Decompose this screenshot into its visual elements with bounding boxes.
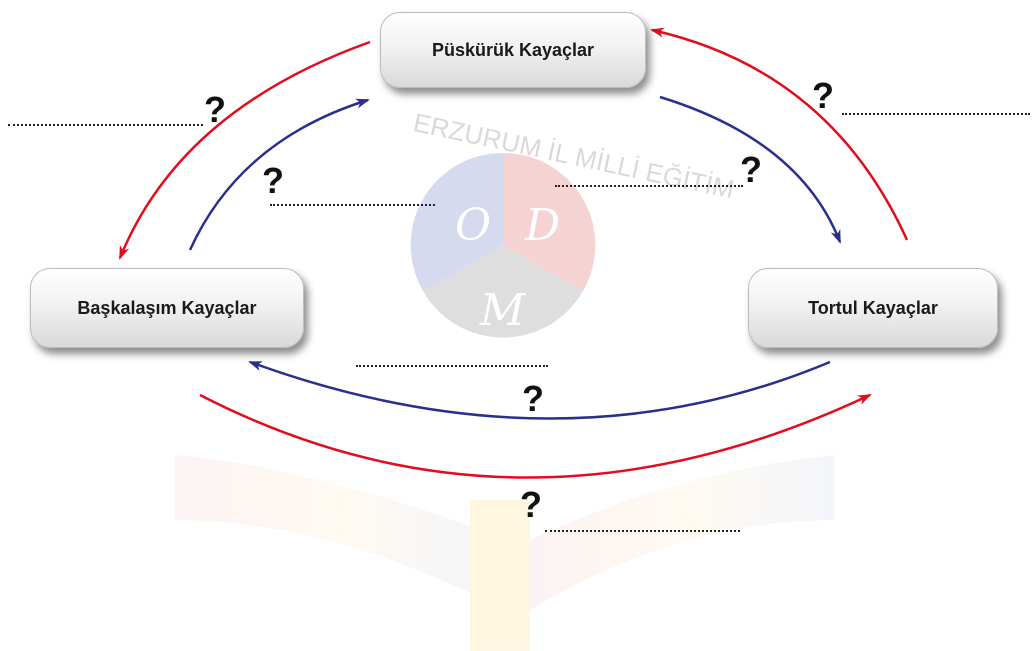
node-puskuruk-kayaclar: Püskürük Kayaçlar: [380, 12, 646, 88]
answer-blank-inner-left: [270, 204, 435, 206]
answer-blank-bottom-outer: [545, 530, 740, 532]
arrow-left-to-top: [188, 98, 370, 251]
watermark-letter-d: D: [524, 200, 560, 251]
question-mark-bottom-outer: ?: [520, 484, 542, 525]
answer-blank-top-right: [842, 113, 1030, 115]
question-mark-top-right: ?: [812, 75, 834, 116]
watermark-segment-blue: [410, 152, 503, 291]
question-mark-inner-left: ?: [262, 160, 284, 201]
answer-blank-inner-right: [555, 185, 743, 187]
book-watermark: [175, 455, 835, 651]
watermark: O D M ERZURUM İL MİLLİ EĞİTİM: [410, 107, 737, 338]
watermark-letter-o: O: [455, 200, 491, 251]
watermark-segment-red: [503, 152, 596, 291]
answer-blank-top-left: [8, 124, 203, 126]
question-mark-inner-right: ?: [740, 149, 762, 190]
question-mark-bottom-inner: ?: [522, 378, 544, 419]
arrow-top-to-left: [118, 40, 371, 260]
arrow-left-to-right: [199, 393, 872, 479]
watermark-letter-m: M: [479, 285, 526, 336]
watermark-segment-gray: [423, 245, 583, 338]
answer-blank-bottom-inner: [356, 365, 548, 367]
arrow-top-to-right: [659, 95, 842, 244]
node-baskalasim-kayaclar: Başkalaşım Kayaçlar: [30, 268, 304, 348]
arrow-right-to-top: [650, 27, 909, 241]
arrow-right-to-left: [248, 360, 831, 420]
question-mark-top-left: ?: [204, 89, 226, 130]
node-tortul-kayaclar: Tortul Kayaçlar: [748, 268, 998, 348]
